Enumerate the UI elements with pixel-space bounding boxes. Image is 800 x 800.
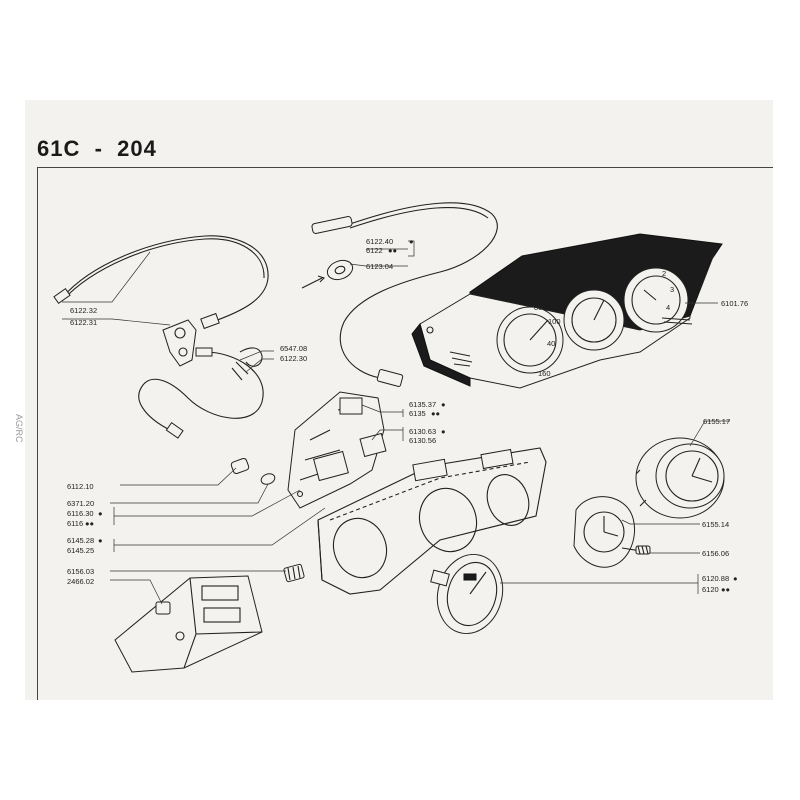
part-label: 6145.25 bbox=[67, 546, 94, 555]
part-label: 6145.28 bbox=[67, 536, 94, 545]
circuit-plate bbox=[287, 391, 387, 509]
rheostat bbox=[283, 563, 305, 583]
gauge-number: 2 bbox=[662, 269, 666, 278]
part-label: 6156.06 bbox=[702, 549, 729, 558]
leader-lines bbox=[62, 240, 730, 605]
part-labels: 6122.40 ● 6122 ●● 6123.04 6122.32 6122.3… bbox=[67, 237, 748, 594]
marker-single: ● bbox=[441, 400, 446, 409]
part-label: 6116 bbox=[67, 519, 83, 528]
part-label: 6156.03 bbox=[67, 567, 94, 576]
marker-single: ● bbox=[441, 427, 446, 436]
clock-adjuster bbox=[621, 545, 651, 555]
gauge-number: 4 bbox=[666, 303, 670, 312]
part-label: 6130.63 bbox=[409, 427, 436, 436]
marker-double: ●● bbox=[388, 246, 397, 255]
marker-single: ● bbox=[98, 509, 103, 518]
part-label: 6116.30 bbox=[67, 509, 94, 518]
cable-bracket bbox=[162, 319, 197, 367]
marker-single: ● bbox=[98, 536, 103, 545]
clock-mechanism bbox=[635, 437, 725, 519]
marker-single: ● bbox=[733, 574, 738, 583]
clock-bezel bbox=[573, 496, 636, 568]
part-label: 6122.32 bbox=[70, 306, 97, 315]
bulb-holder bbox=[230, 457, 276, 485]
diagram-frame bbox=[37, 167, 773, 700]
gauge-number: 3 bbox=[670, 285, 674, 294]
marker-single: ● bbox=[409, 237, 414, 246]
part-label: 6135.37 bbox=[409, 400, 436, 409]
part-label: 6112.10 bbox=[67, 482, 94, 491]
part-label: 6120.88 bbox=[702, 574, 729, 583]
speedometer-cable-lower bbox=[138, 347, 264, 439]
cluster-housing bbox=[317, 447, 547, 595]
switch-panel bbox=[114, 575, 263, 673]
marker-double: ●● bbox=[431, 409, 440, 418]
marker-double: ●● bbox=[721, 585, 730, 594]
part-label: 6130.56 bbox=[409, 436, 436, 445]
gauge-number: 80 bbox=[534, 303, 542, 312]
instrument-cluster: 80 100 40 160 2 3 4 bbox=[411, 233, 723, 389]
part-label: 6122.30 bbox=[280, 354, 307, 363]
grommet bbox=[301, 259, 354, 289]
flexible-cable bbox=[311, 202, 498, 387]
gauge-number: 100 bbox=[548, 317, 561, 326]
catalog-sheet bbox=[25, 100, 773, 700]
speedometer-cable-upper bbox=[53, 235, 269, 330]
part-label: 6155.14 bbox=[702, 520, 729, 529]
part-label: 6371.20 bbox=[67, 499, 94, 508]
gauge-number: 160 bbox=[538, 369, 551, 378]
part-label: 6120 bbox=[702, 585, 719, 594]
part-label: 6123.04 bbox=[366, 262, 393, 271]
page-title: 61C - 204 bbox=[37, 136, 157, 161]
marker-double: ●● bbox=[85, 519, 94, 528]
part-label: 6122.31 bbox=[70, 318, 97, 327]
part-label: 6101.76 bbox=[721, 299, 748, 308]
part-label: 6155.17 bbox=[703, 417, 730, 426]
part-label: 6135 bbox=[409, 409, 426, 418]
part-label: 2466.02 bbox=[67, 577, 94, 586]
part-label: 6122.40 bbox=[366, 237, 393, 246]
auxiliary-gauge bbox=[430, 553, 504, 635]
gauge-number: 40 bbox=[547, 339, 555, 348]
part-label: 6547.08 bbox=[280, 344, 307, 353]
part-label: 6122 bbox=[366, 246, 383, 255]
